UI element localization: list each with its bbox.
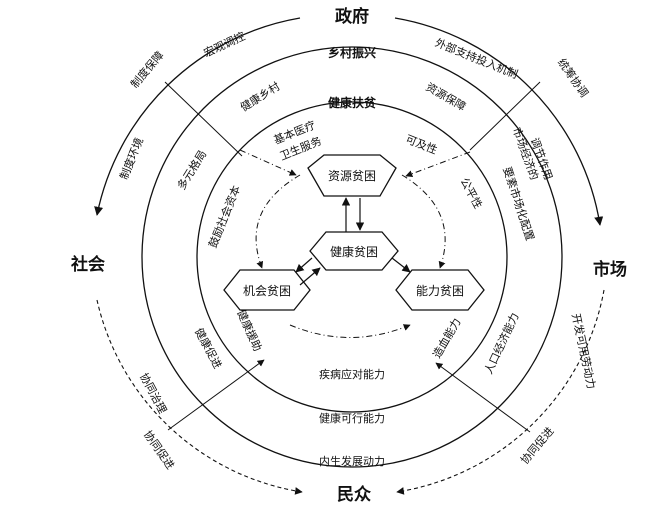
line-gov-society <box>164 81 243 157</box>
hex-opportunity <box>223 269 311 311</box>
actor-market: 市场 <box>593 259 627 280</box>
label-healthy-village: 健康乡村 <box>238 79 283 114</box>
link-opportunity-ability <box>289 324 411 338</box>
label-synergy-promote-right: 协同促进 <box>517 424 556 467</box>
label-hematopoiesis: 造血能力 <box>429 315 463 360</box>
actor-government: 政府 <box>335 6 369 27</box>
arrow-health-opportunity <box>295 257 313 273</box>
hex-ability <box>395 269 485 311</box>
label-health-promotion: 健康促进 <box>192 325 225 370</box>
label-sys-guarantee: 制度保障 <box>127 48 166 91</box>
link-gov-resource <box>239 149 297 176</box>
arrow-opportunity-health <box>299 267 321 286</box>
label-population-economy: 人口经济能力 <box>481 310 522 376</box>
label-macro-control: 宏观调控 <box>201 29 247 60</box>
label-develop-labor: 开发可用劳动力 <box>569 312 599 390</box>
actor-society: 社会 <box>70 254 105 275</box>
line-people-left <box>167 359 265 431</box>
ring-title-outer: 乡村振兴 <box>328 45 376 60</box>
label-sys-environment: 制度环境 <box>117 135 146 181</box>
hex-resource <box>307 154 397 197</box>
label-synergy-promote-left: 协同促进 <box>141 428 178 472</box>
link-market-resource <box>405 151 471 178</box>
hex-opportunity-label: 机会贫困 <box>243 283 291 298</box>
arc-gov-to-market <box>394 17 604 226</box>
line-people-right <box>435 362 531 433</box>
label-endogenous: 内生发展动力 <box>319 454 385 468</box>
line-gov-market <box>469 81 541 151</box>
link-resource-ability <box>401 174 446 269</box>
label-synergy-governance: 协同治理 <box>137 370 170 415</box>
ring-title-inner: 健康扶贫 <box>328 95 377 110</box>
arc-society-to-people <box>96 299 303 495</box>
label-diverse-pattern: 多元格局 <box>174 148 209 193</box>
label-accessibility: 可及性 <box>404 132 440 157</box>
link-resource-opportunity <box>255 174 301 269</box>
hex-health <box>309 231 399 271</box>
ring-outer <box>141 46 563 468</box>
hex-health-label: 健康贫困 <box>330 244 378 259</box>
arrow-health-ability <box>391 257 411 273</box>
actor-people: 民众 <box>337 484 372 505</box>
label-fairness: 公平性 <box>458 175 486 211</box>
label-health-aid: 健康援助 <box>234 307 265 353</box>
label-coordination: 统筹协调 <box>555 56 592 100</box>
ring-inner <box>196 101 508 413</box>
hex-ability-label: 能力贫困 <box>416 283 464 298</box>
label-external-support: 外部支持投入机制 <box>433 35 520 81</box>
hex-resource-label: 资源贫困 <box>328 168 376 183</box>
label-disease-response: 疾病应对能力 <box>319 367 385 381</box>
arc-gov-to-society <box>94 17 301 216</box>
arc-market-to-people <box>396 289 605 495</box>
label-resource-guarantee: 资源保障 <box>423 79 468 113</box>
label-health-feasibility: 健康可行能力 <box>319 411 385 425</box>
